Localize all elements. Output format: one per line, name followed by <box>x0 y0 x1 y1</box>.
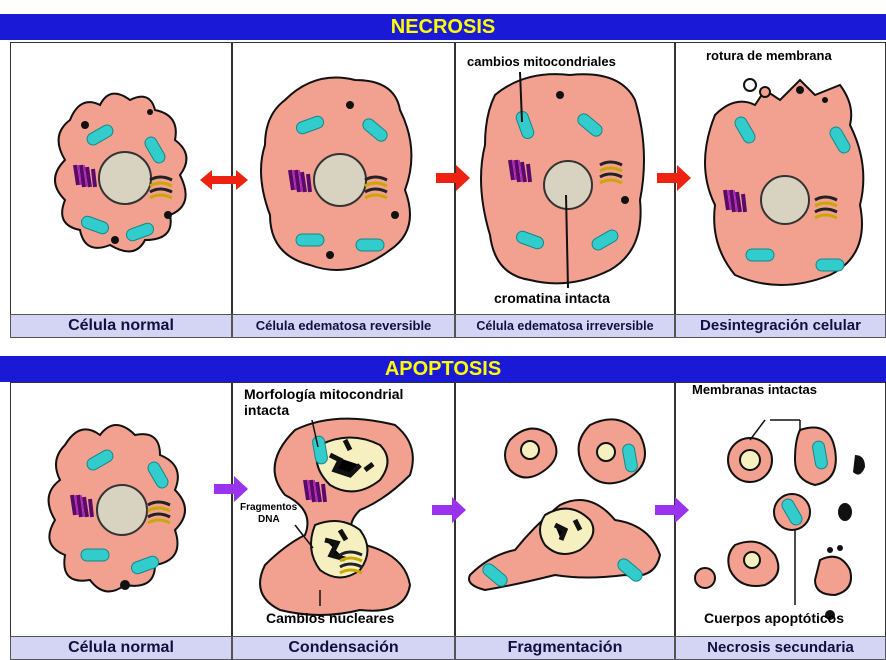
bidirectional-arrow-icon <box>200 170 248 190</box>
normal-cell-1 <box>55 94 186 252</box>
label-apoptotic-bodies: Cuerpos apoptóticos <box>704 610 844 626</box>
label-dna-fragments-1: Fragmentos <box>240 502 297 513</box>
label-mito-morphology-2: intacta <box>244 402 289 418</box>
label-membrane-rupture: rotura de membrana <box>706 48 832 63</box>
arrow-right-icon <box>436 165 470 191</box>
condensing-cell <box>260 419 413 615</box>
arrow-right-icon <box>657 165 691 191</box>
disintegrating-cell <box>705 79 863 285</box>
apoptotic-bodies <box>695 420 865 620</box>
label-intact-chromatin: cromatina intacta <box>494 290 610 306</box>
label-mitochondrial-changes: cambios mitocondriales <box>467 54 616 69</box>
label-nuclear-changes: Cambios nucleares <box>266 610 394 626</box>
label-dna-fragments-2: DNA <box>258 514 280 525</box>
normal-cell-2 <box>49 425 185 591</box>
arrow-right-icon <box>655 497 689 523</box>
edematous-cell-reversible <box>261 78 411 271</box>
label-intact-membranes: Membranas intactas <box>692 382 817 397</box>
arrow-right-icon <box>214 476 248 502</box>
label-mito-morphology-1: Morfología mitocondrial <box>244 386 403 402</box>
fragmenting-cell <box>469 419 660 590</box>
arrow-right-icon <box>432 497 466 523</box>
edematous-cell-irreversible <box>481 72 644 288</box>
